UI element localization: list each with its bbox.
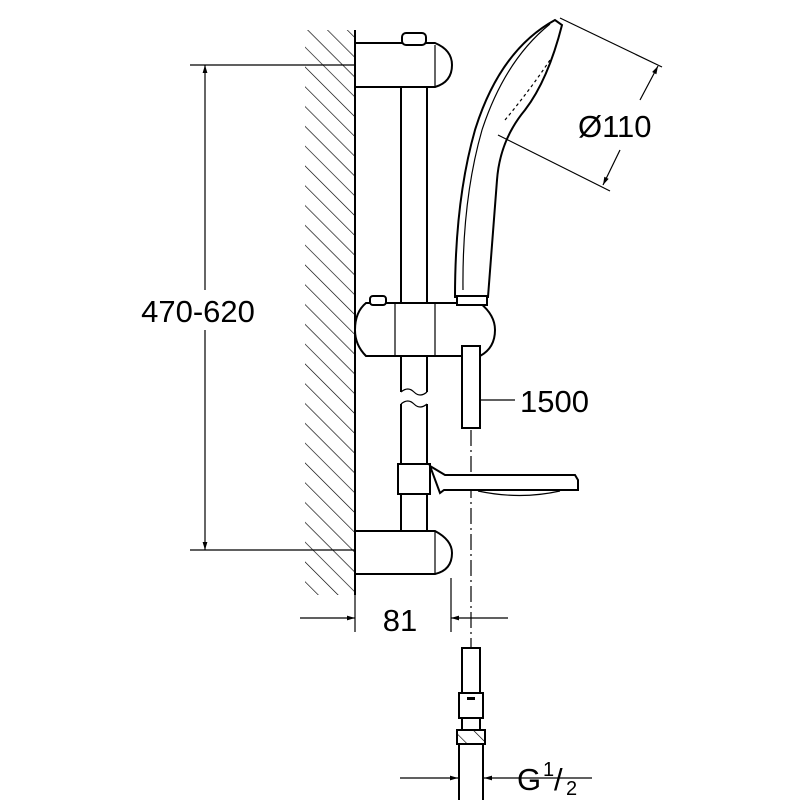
- thread-fraction-numerator: 1: [543, 759, 554, 781]
- thread-fraction-denominator: 2: [566, 778, 577, 800]
- shower-rail: [400, 85, 428, 540]
- hose-lower-connector: [456, 647, 486, 800]
- thread-label: G: [517, 762, 541, 797]
- height-label: 470-620: [141, 294, 255, 329]
- diameter-label: Ø110: [578, 109, 652, 144]
- offset-dimension: 81: [300, 578, 508, 638]
- handshower: [453, 18, 564, 306]
- offset-label: 81: [383, 603, 417, 638]
- soap-dish: [397, 463, 579, 497]
- top-wall-bracket: [354, 32, 454, 88]
- bottom-wall-bracket: [354, 530, 454, 575]
- diameter-dimension: Ø110: [497, 17, 663, 192]
- hose-length-label: 1500: [520, 384, 589, 419]
- height-dimension: 470-620: [141, 64, 355, 551]
- wall: [305, 30, 356, 595]
- hose-upper: 1500: [461, 345, 589, 429]
- thread-fraction-slash: /: [554, 762, 563, 797]
- handshower-holder: [353, 295, 497, 357]
- thread-dimension: G 1 / 2: [400, 759, 592, 800]
